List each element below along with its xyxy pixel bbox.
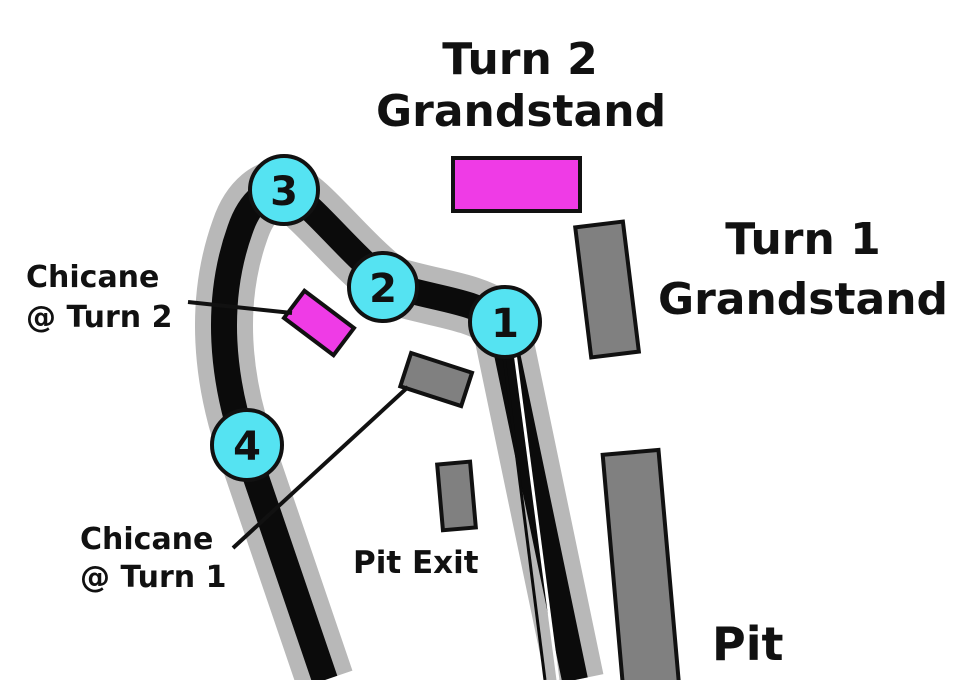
turn1-grandstand-shape: [573, 219, 642, 360]
pit-exit-label: Pit Exit: [353, 545, 479, 581]
chicane-turn1-label-line2: @ Turn 1: [80, 560, 227, 595]
chicane-turn2-label: Chicane @ Turn 2: [26, 263, 206, 333]
pit-lane-line-right: [510, 329, 560, 680]
turn1-grandstand-label-line1: Turn 1: [725, 214, 881, 265]
turn-marker-2-label: 2: [369, 266, 397, 312]
chicane-turn2-shape: [281, 287, 357, 359]
chicane-turn1-leader-line: [231, 385, 410, 550]
chicane-turn1-shape: [397, 350, 475, 409]
turn1-grandstand-label-line2: Grandstand: [657, 274, 949, 325]
turn2-grandstand-shape: [451, 156, 582, 213]
turn1-grandstand-label: Turn 1 Grandstand: [656, 218, 950, 322]
turn-marker-4-label: 4: [233, 424, 261, 470]
pit-building-shape: [600, 447, 682, 680]
turn2-grandstand-label: Turn 2 Grandstand: [376, 34, 667, 137]
turn-marker-2: 2: [347, 251, 419, 323]
pit-exit-shape: [435, 459, 478, 533]
turn2-grandstand-label-line2: Grandstand: [376, 86, 667, 137]
turn-marker-1-label: 1: [491, 301, 519, 347]
chicane-turn2-label-line1: Chicane: [26, 260, 160, 295]
turn-marker-3-label: 3: [270, 169, 298, 215]
turn-marker-1: 1: [468, 285, 542, 359]
turn2-grandstand-label-line1: Turn 2: [442, 34, 598, 85]
turn-marker-4: 4: [210, 408, 284, 482]
pit-lane-line-left: [498, 324, 547, 680]
chicane-turn1-label: Chicane @ Turn 1: [80, 525, 280, 593]
pit-label: Pit: [712, 617, 784, 671]
chicane-turn1-label-line1: Chicane: [80, 522, 214, 557]
turn-marker-3: 3: [248, 154, 320, 226]
chicane-turn2-leader-line: [187, 300, 293, 315]
chicane-turn2-label-line2: @ Turn 2: [26, 300, 173, 335]
